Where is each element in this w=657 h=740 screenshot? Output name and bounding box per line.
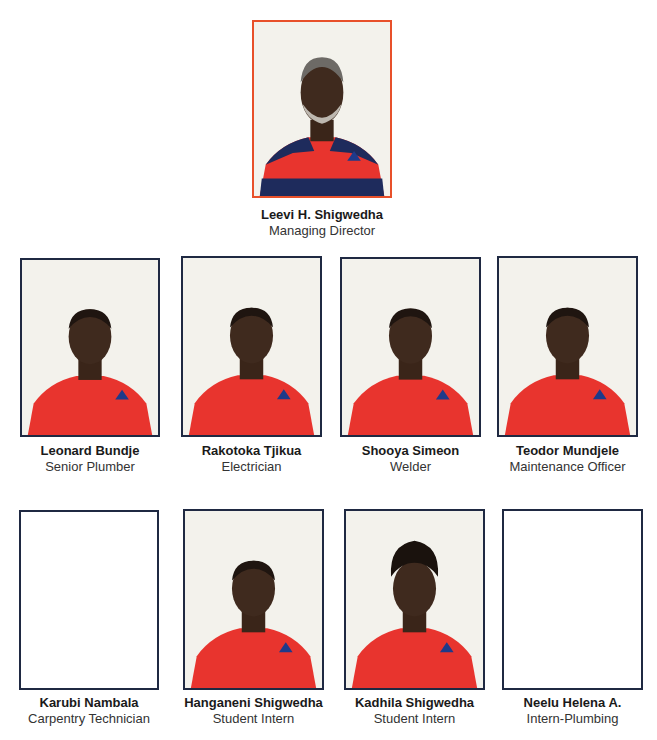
photo-frame	[344, 509, 485, 690]
head	[546, 308, 589, 364]
head	[393, 561, 436, 617]
photo-background	[185, 511, 322, 688]
shirt	[352, 628, 477, 688]
portrait-photo	[499, 258, 636, 435]
job-title: Intern-Plumbing	[488, 711, 657, 727]
hair	[389, 308, 432, 328]
head	[232, 561, 275, 617]
logo	[279, 642, 293, 652]
portrait-photo	[254, 22, 390, 196]
beard	[303, 104, 342, 124]
hair	[69, 309, 112, 329]
staff-card: Neelu Helena A.Intern-Plumbing	[502, 509, 643, 727]
photo-frame	[19, 510, 159, 690]
job-title: Senior Plumber	[6, 459, 174, 475]
staff-card: Leevi H. ShigwedhaManaging Director	[252, 20, 392, 239]
overall-band	[260, 178, 384, 196]
staff-card: Rakotoka TjikuaElectrician	[181, 256, 322, 475]
person-name: Hanganeni Shigwedha	[169, 695, 338, 711]
hair	[301, 57, 344, 82]
logo	[436, 390, 450, 400]
photo-background	[346, 511, 483, 688]
portrait-photo	[346, 511, 483, 688]
caption-block: Leonard BundjeSenior Plumber	[6, 443, 174, 475]
photo-frame	[502, 509, 643, 690]
photo-background	[254, 22, 390, 196]
logo	[277, 389, 291, 399]
portrait-photo	[22, 260, 158, 435]
person-name: Shooya Simeon	[326, 443, 495, 459]
shirt	[191, 628, 316, 688]
hair	[391, 541, 438, 577]
logo	[347, 151, 361, 161]
staff-card: Teodor MundjeleMaintenance Officer	[497, 256, 638, 475]
head	[69, 309, 112, 364]
caption-block: Karubi NambalaCarpentry Technician	[5, 695, 173, 727]
photo-frame	[340, 257, 481, 437]
logo	[115, 390, 129, 400]
head	[389, 308, 432, 363]
person-name: Leevi H. Shigwedha	[238, 207, 406, 223]
job-title: Welder	[326, 459, 495, 475]
staff-card: Kadhila ShigwedhaStudent Intern	[344, 509, 485, 727]
person-name: Leonard Bundje	[6, 443, 174, 459]
caption-block: Teodor MundjeleMaintenance Officer	[483, 443, 652, 475]
job-title: Student Intern	[330, 711, 499, 727]
logo	[593, 389, 607, 399]
photo-background	[342, 259, 479, 435]
person-name: Teodor Mundjele	[483, 443, 652, 459]
photo-background	[499, 258, 636, 435]
job-title: Electrician	[167, 459, 336, 475]
shirt	[189, 375, 314, 435]
staff-card: Hanganeni ShigwedhaStudent Intern	[183, 509, 324, 727]
caption-block: Neelu Helena A.Intern-Plumbing	[488, 695, 657, 727]
caption-block: Rakotoka TjikuaElectrician	[167, 443, 336, 475]
job-title: Student Intern	[169, 711, 338, 727]
photo-background	[22, 260, 158, 435]
portrait-photo	[342, 259, 479, 435]
hair	[230, 308, 273, 328]
portrait-photo	[185, 511, 322, 688]
photo-frame	[497, 256, 638, 437]
job-title: Maintenance Officer	[483, 459, 652, 475]
photo-frame	[20, 258, 160, 437]
shirt	[505, 375, 630, 435]
photo-frame	[183, 509, 324, 690]
caption-block: Hanganeni ShigwedhaStudent Intern	[169, 695, 338, 727]
head	[230, 308, 273, 364]
shirt	[348, 376, 473, 435]
caption-block: Kadhila ShigwedhaStudent Intern	[330, 695, 499, 727]
caption-block: Shooya SimeonWelder	[326, 443, 495, 475]
person-name: Kadhila Shigwedha	[330, 695, 499, 711]
person-name: Karubi Nambala	[5, 695, 173, 711]
staff-card: Karubi NambalaCarpentry Technician	[19, 510, 159, 727]
photo-frame	[181, 256, 322, 437]
portrait-photo	[183, 258, 320, 435]
caption-block: Leevi H. ShigwedhaManaging Director	[238, 207, 406, 239]
person-name: Rakotoka Tjikua	[167, 443, 336, 459]
hair	[232, 561, 275, 581]
staff-card: Leonard BundjeSenior Plumber	[20, 258, 160, 475]
collar	[266, 137, 379, 164]
person-name: Neelu Helena A.	[488, 695, 657, 711]
job-title: Managing Director	[238, 223, 406, 239]
job-title: Carpentry Technician	[5, 711, 173, 727]
photo-frame	[252, 20, 392, 198]
photo-background	[183, 258, 320, 435]
shirt	[260, 137, 384, 196]
hair	[546, 308, 589, 328]
shirt	[28, 376, 152, 435]
staff-card: Shooya SimeonWelder	[340, 257, 481, 475]
logo	[440, 642, 454, 652]
